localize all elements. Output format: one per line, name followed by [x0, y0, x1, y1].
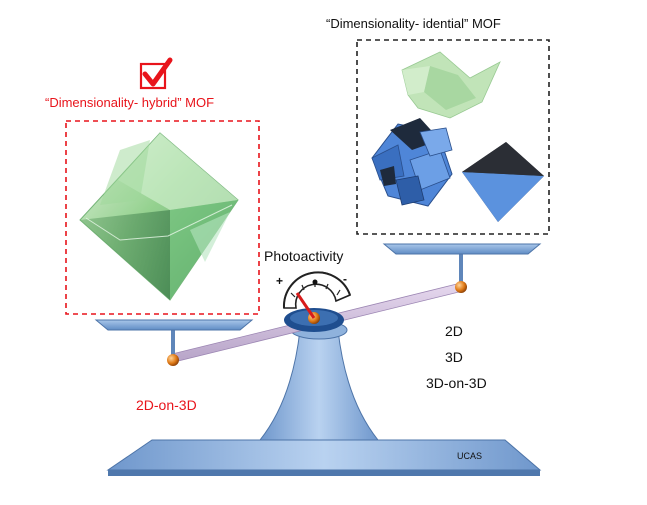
photoactivity-gauge — [282, 271, 352, 319]
hybrid-mof-crystal — [79, 132, 239, 301]
balance-base — [106, 439, 542, 476]
gauge-plus-sign: + — [276, 274, 284, 288]
pivot-hub — [284, 308, 344, 332]
hybrid-box — [65, 120, 260, 315]
gauge-minus-sign: - — [343, 272, 347, 286]
identical-box — [356, 39, 550, 235]
identical-3d-on-3d-crystal — [371, 118, 453, 207]
identical-list-item-3d-on-3d: 3D-on-3D — [426, 375, 487, 391]
identical-2d-crystal — [401, 51, 501, 119]
identical-list-item-2d: 2D — [445, 323, 463, 339]
identical-mof-label: “Dimensionality- idential” MOF — [326, 16, 501, 31]
hybrid-mof-label: “Dimensionality- hybrid” MOF — [45, 95, 215, 110]
left-pan — [94, 319, 254, 366]
identical-list-item-3d: 3D — [445, 349, 463, 365]
hybrid-list-item: 2D-on-3D — [136, 397, 197, 413]
right-pan — [382, 243, 542, 293]
balance-column — [258, 320, 380, 441]
checkmark-icon — [139, 57, 173, 90]
photoactivity-label: Photoactivity — [264, 248, 344, 264]
identical-3d-crystal — [462, 142, 544, 222]
base-text: UCAS — [457, 451, 483, 461]
